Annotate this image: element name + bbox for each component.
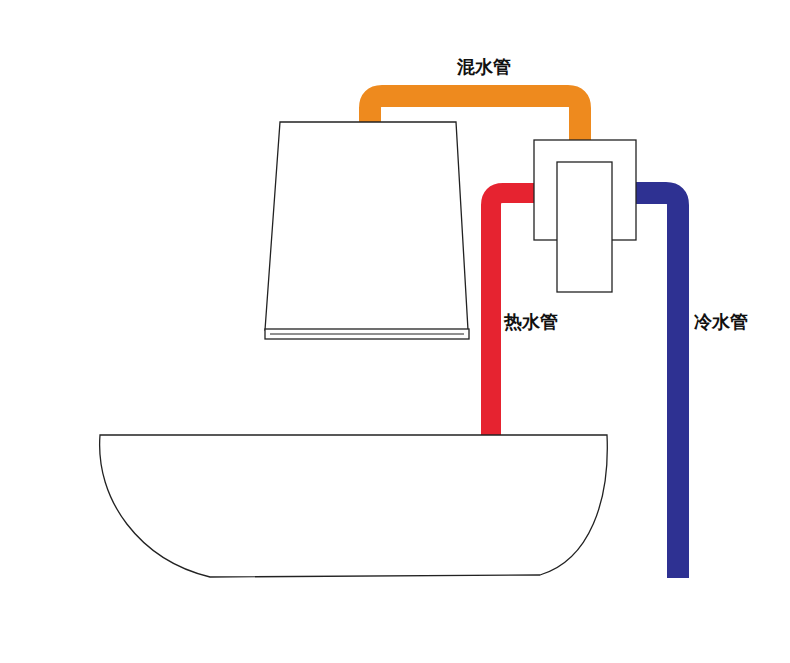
heater-base-line	[270, 334, 464, 335]
cold-pipe	[634, 193, 678, 578]
valve-handle	[557, 162, 612, 292]
pipe-label: 混水管	[457, 56, 511, 78]
pipe-label: 热水管	[504, 311, 558, 333]
heater-body	[265, 122, 468, 330]
heater-base	[265, 329, 469, 339]
basin	[100, 435, 608, 577]
pipe-label: 冷水管	[694, 311, 748, 333]
